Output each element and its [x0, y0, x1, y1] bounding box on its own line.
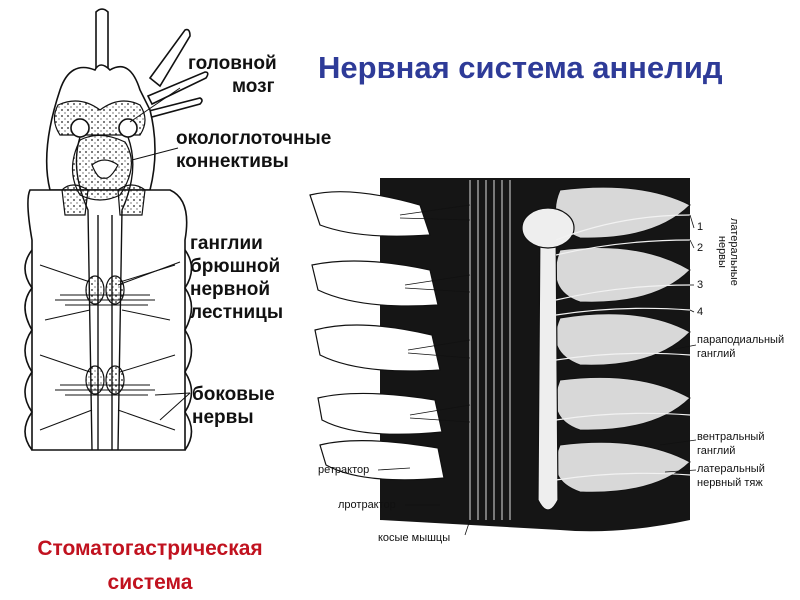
nerve-number-3: 3: [697, 279, 703, 291]
subtitle: Стоматогастрическая система: [0, 532, 300, 600]
ventral-cord: [538, 210, 558, 510]
label-ventral-ganglion: вентральный ганглий: [697, 430, 764, 458]
label-brain-line1: головной: [188, 52, 277, 75]
label-connectives-line2: коннективы: [176, 150, 331, 173]
label-connectives-line1: окологлоточные: [176, 127, 331, 150]
label-lateral-cord: латеральный нервный тяж: [697, 462, 765, 490]
label-parapodial-ganglion: параподиальный ганглий: [697, 333, 784, 361]
label-parapodial-line2: ганглий: [697, 347, 784, 361]
label-brain-line2: мозг: [188, 75, 277, 98]
label-ventral-line2: ганглий: [697, 444, 764, 458]
label-lateral-nerves: боковые нервы: [192, 383, 275, 429]
nerve-number-1: 1: [697, 221, 703, 233]
label-ventral-line1: вентральный: [697, 430, 764, 444]
label-ganglia-line3: нервной: [190, 278, 283, 301]
label-parapodial-line1: параподиальный: [697, 333, 784, 347]
vertical-line2: нервы: [716, 218, 728, 286]
nerve-number-2: 2: [697, 242, 703, 254]
label-protractor: лротрактор: [338, 498, 396, 512]
label-retractor: ретрактор: [318, 463, 369, 477]
ventral-cord-top: [522, 208, 574, 248]
label-ganglia-line2: брюшной: [190, 255, 283, 278]
label-lateral-nerves-vertical: латеральные нервы: [716, 218, 740, 286]
label-lateral-cord-line1: латеральный: [697, 462, 765, 476]
label-brain: головной мозг: [188, 52, 277, 98]
label-oblique-muscles: косые мышцы: [378, 531, 450, 545]
vertical-line1: латеральные: [728, 218, 740, 286]
label-lateral-nerves-line2: нервы: [192, 406, 275, 429]
subtitle-line2: система: [0, 566, 300, 600]
label-ganglia: ганглии брюшной нервной лестницы: [190, 232, 283, 324]
label-ganglia-line1: ганглии: [190, 232, 283, 255]
label-lateral-cord-line2: нервный тяж: [697, 476, 765, 490]
slide-title: Нервная система аннелид: [318, 50, 723, 86]
subtitle-line1: Стоматогастрическая: [0, 532, 300, 566]
label-connectives: окологлоточные коннективы: [176, 127, 331, 173]
label-ganglia-line4: лестницы: [190, 301, 283, 324]
label-lateral-nerves-line1: боковые: [192, 383, 275, 406]
nerve-number-4: 4: [697, 306, 703, 318]
